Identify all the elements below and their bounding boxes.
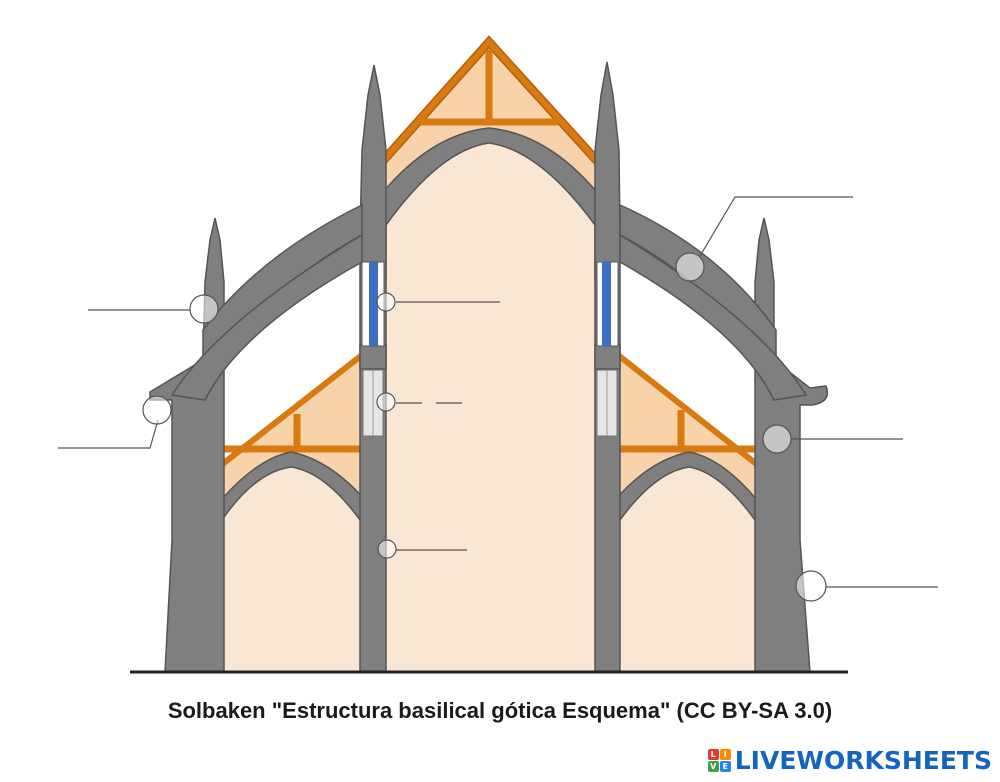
label-marker-pinnacle[interactable] — [88, 294, 219, 324]
nave-interior — [386, 135, 595, 672]
label-marker-flying-buttress[interactable] — [675, 196, 853, 282]
label-marker-buttress[interactable] — [795, 570, 938, 602]
right-aisle-roof — [616, 352, 761, 500]
label-marker-pillar[interactable] — [377, 539, 467, 559]
left-triforium-window — [362, 369, 384, 437]
right-aisle-interior — [620, 458, 755, 672]
left-aisle-roof — [218, 352, 364, 500]
right-triforium-window — [596, 369, 618, 437]
image-credit-caption: Solbaken "Estructura basilical gótica Es… — [167, 698, 833, 723]
right-clerestory-window — [596, 261, 619, 347]
gothic-basilica-diagram — [58, 35, 938, 674]
brand-logo-icon: L I V E — [707, 748, 731, 772]
label-marker-buttress-cap[interactable] — [58, 395, 172, 449]
label-marker-gargoyle[interactable] — [762, 424, 903, 454]
right-lower-flying-arch — [619, 233, 808, 401]
label-marker-triforium[interactable] — [376, 392, 465, 412]
brand-name: LIVEWORKSHEETS — [734, 745, 992, 775]
left-aisle-interior — [222, 458, 360, 672]
label-marker-clerestory[interactable] — [376, 292, 500, 312]
brand-watermark: L I V E LIVEWORKSHEETS — [707, 742, 992, 778]
left-buttress — [149, 217, 225, 673]
left-lower-flying-arch — [170, 233, 363, 401]
left-triforium-band — [359, 344, 387, 370]
right-triforium-band — [594, 344, 621, 370]
